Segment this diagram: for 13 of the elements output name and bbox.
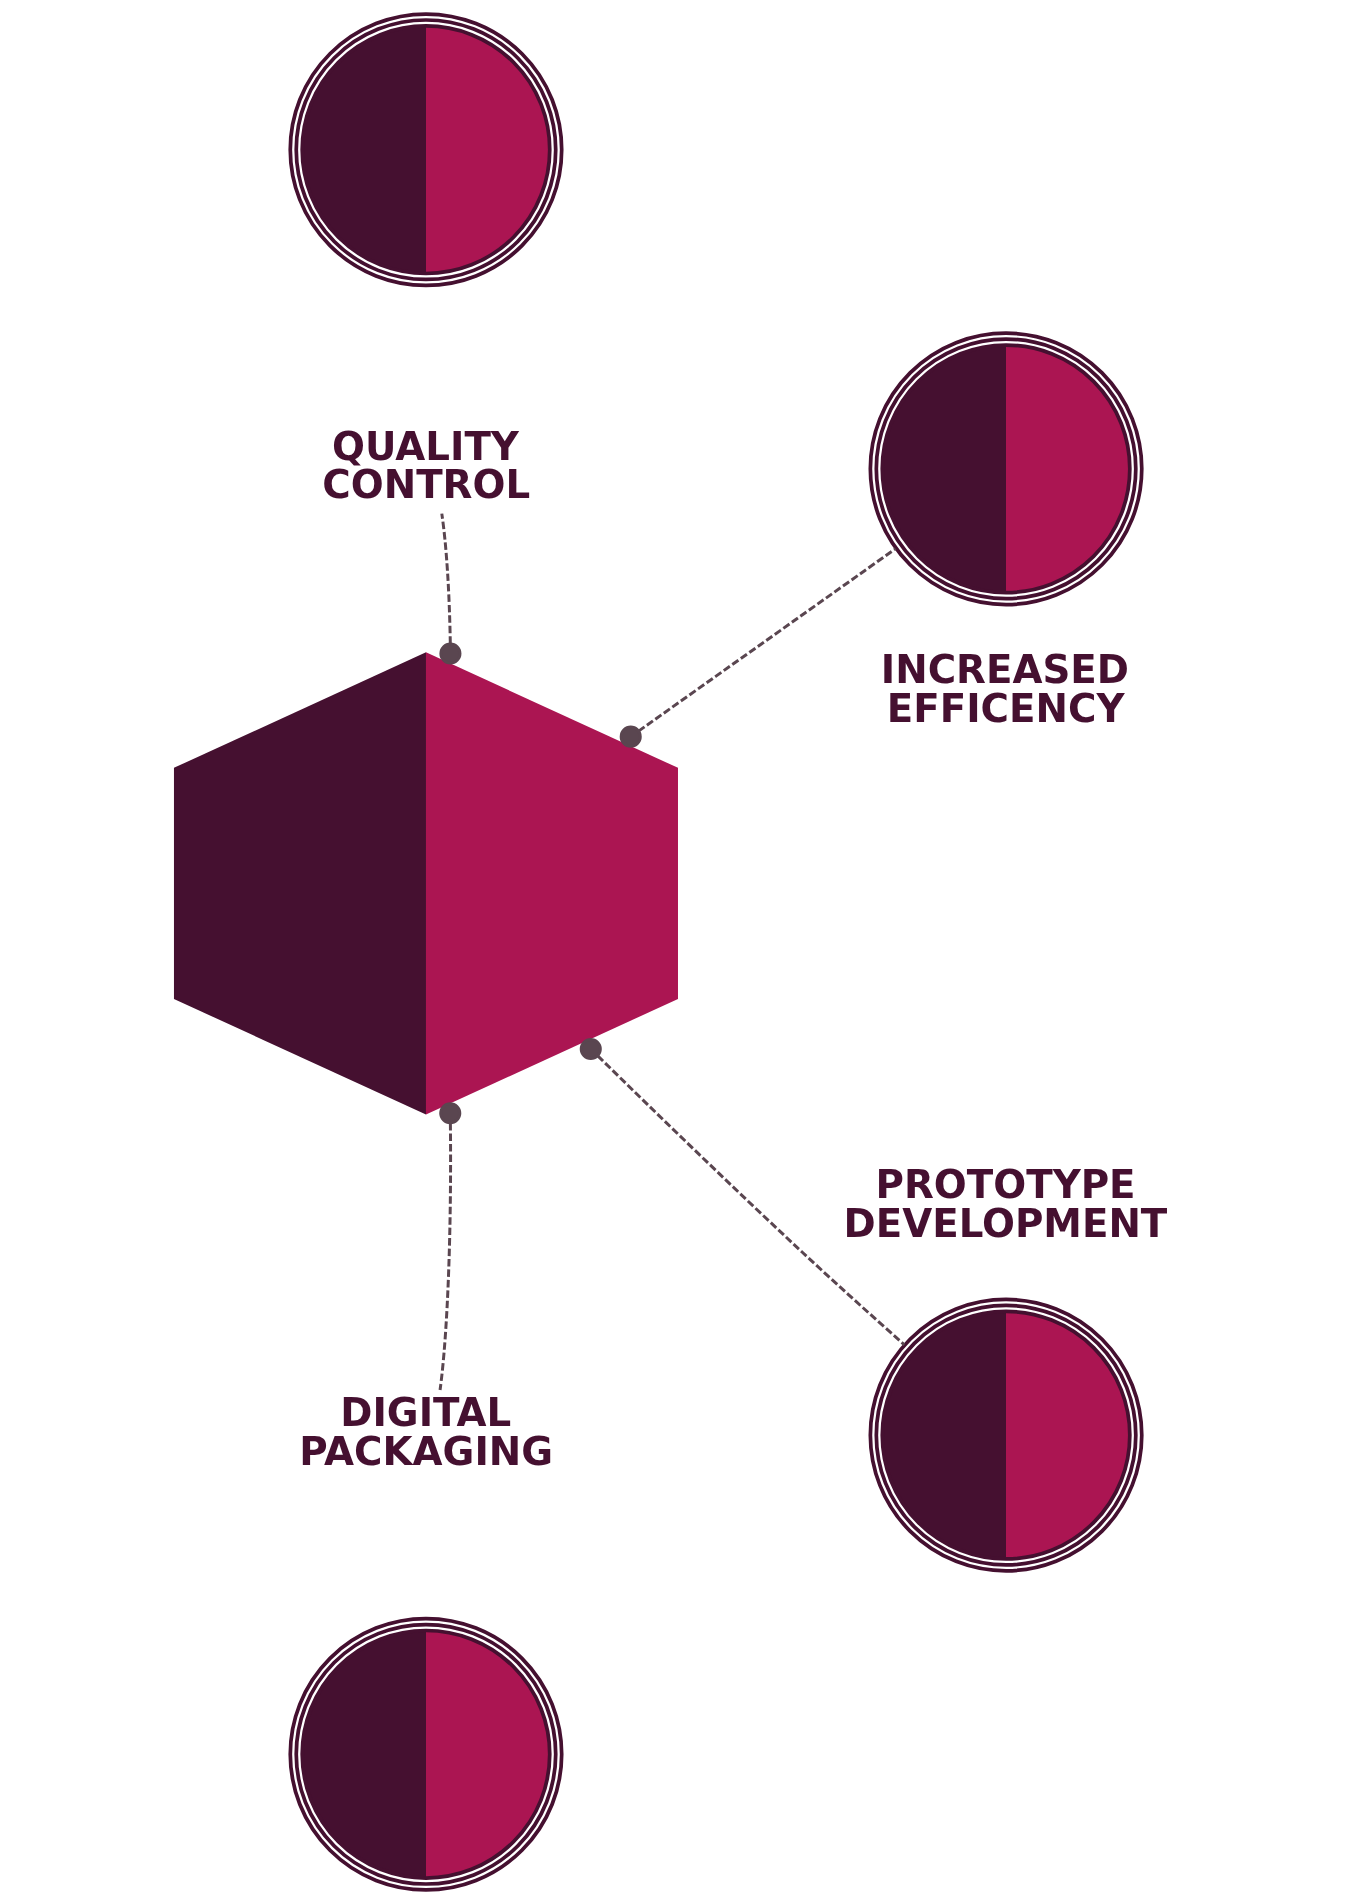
node-text: QUALITY CONTROL: [321, 423, 530, 508]
node-label: PROTOTYPE DEVELOPMENT: [843, 1161, 1167, 1246]
node-label: INCREASED EFFICENCY: [880, 647, 1129, 732]
connector: [438, 513, 461, 665]
node-text: DIGITAL PACKAGING: [298, 1389, 553, 1474]
node-hexagon: [173, 652, 678, 1115]
connector: [619, 547, 896, 748]
connector: [438, 1102, 461, 1391]
node-picture: [287, 1616, 564, 1892]
node-picture: [868, 1297, 1144, 1573]
node-picture: [287, 12, 564, 288]
node-picture: [868, 331, 1144, 607]
connector: [579, 1037, 905, 1346]
